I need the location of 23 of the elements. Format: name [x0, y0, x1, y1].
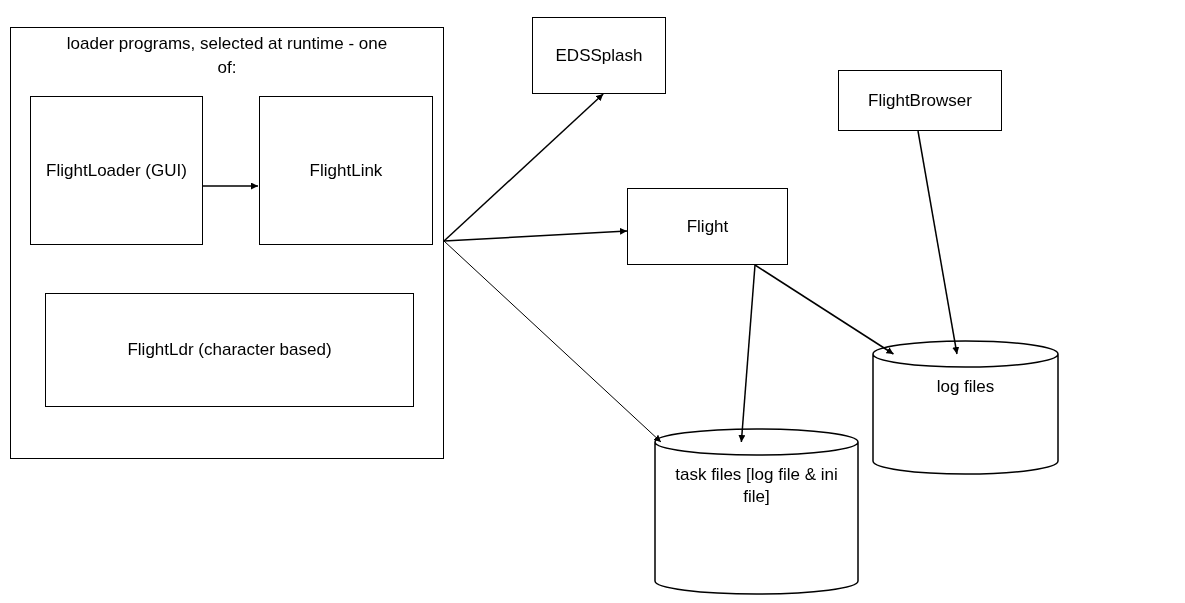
arrow	[738, 264, 756, 443]
group-box	[10, 27, 444, 459]
box-label: FlightLdr (character based)	[126, 339, 333, 361]
arrow	[443, 240, 662, 443]
process-box	[45, 293, 414, 407]
arrow	[443, 227, 628, 242]
box-label: FlightLink	[308, 159, 384, 182]
process-box	[838, 70, 1002, 131]
arrow	[443, 93, 604, 242]
group-title: loader programs, selected at runtime - one of:	[65, 33, 389, 79]
arrow	[201, 182, 259, 190]
box-label: EDSSplash	[554, 44, 644, 67]
storage-label: log files	[935, 376, 996, 398]
process-box	[627, 188, 788, 265]
storage-label: task files [log file & ini file]	[674, 464, 839, 508]
process-box	[259, 96, 433, 245]
process-box	[30, 96, 203, 245]
arrow	[917, 130, 960, 355]
box-label: FlightBrowser	[867, 89, 973, 112]
process-box	[532, 17, 666, 94]
box-label: FlightLoader (GUI)	[45, 159, 188, 182]
box-label: Flight	[685, 215, 730, 238]
arrow	[754, 264, 895, 355]
